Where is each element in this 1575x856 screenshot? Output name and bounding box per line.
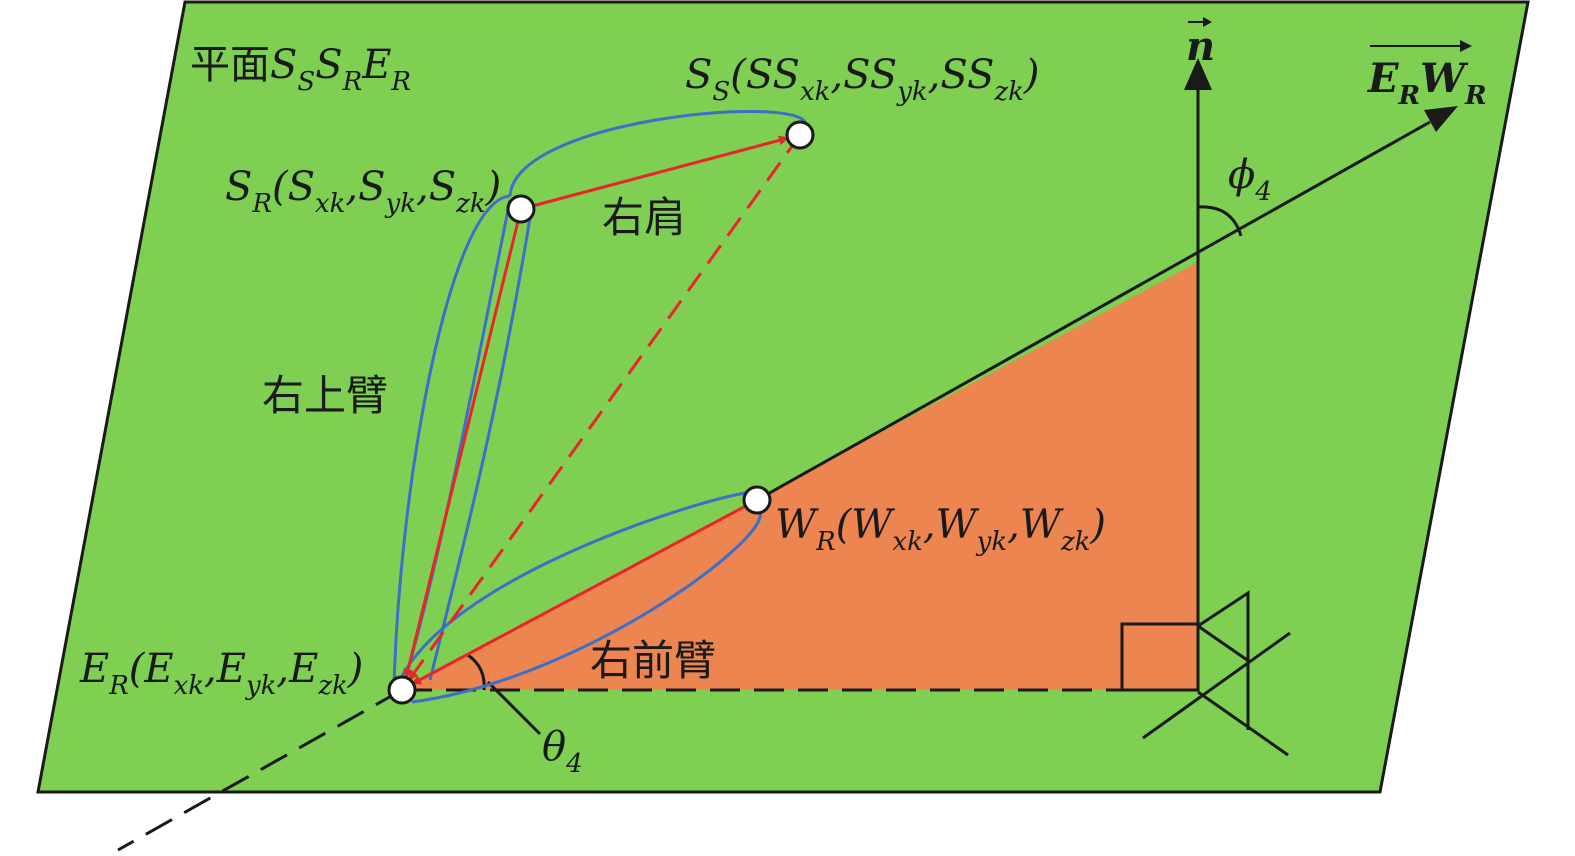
wr-label-part: R: [815, 527, 836, 557]
n-label-part: n: [1186, 23, 1215, 70]
right-angle-marker: [1120, 622, 1200, 692]
shoulder-label: 右肩: [602, 193, 686, 242]
wr-label-part: xk: [892, 527, 922, 557]
plane-label-part: S: [270, 42, 297, 88]
plane-label-part: E: [361, 42, 391, 88]
sr-label: SR(Sxk,Syk,Szk): [225, 164, 501, 219]
sr-label-part: (S: [272, 164, 315, 210]
ss-label-part: (SS: [730, 52, 800, 98]
theta-label: θ4: [542, 724, 583, 779]
plane-label-part: S: [315, 42, 342, 88]
sr-label-part: xk: [315, 189, 345, 219]
plane-label-part: R: [342, 67, 363, 97]
erwr-overarrow-icon: [1460, 40, 1472, 52]
er-label-part: yk: [245, 671, 276, 701]
wr-label-part: zk: [1060, 527, 1090, 557]
normal-label: n: [1186, 23, 1215, 70]
joint-er: [387, 675, 417, 705]
erwr-arrowhead-icon: [1424, 106, 1458, 132]
wr-label: WR(Wxk,Wyk,Wzk): [775, 502, 1106, 557]
er-label-part: ,E: [276, 646, 318, 692]
plane-label: 平面SSSRER: [190, 42, 411, 97]
segment-vectors: [403, 134, 802, 686]
joint-ss: [785, 120, 815, 150]
phi-angle-arc: [1197, 205, 1243, 237]
joint-wr: [742, 485, 772, 515]
er-label-part: E: [79, 646, 109, 692]
normal-arrowhead-icon: [1184, 58, 1212, 90]
wr-label-part: W: [775, 502, 819, 548]
plane-label-part: 平面: [190, 42, 270, 88]
wr-label-part: ): [1089, 502, 1106, 548]
wr-label-part: (W: [836, 502, 896, 548]
erwr-label-part: W: [1420, 55, 1469, 102]
er-label: ER(Exk,Eyk,Ezk): [79, 646, 363, 701]
joints: [387, 120, 815, 705]
ss-label-part: xk: [800, 77, 830, 107]
sr-label-part: ): [485, 164, 502, 210]
forearm-label: 右前臂: [590, 636, 716, 685]
wr-label-part: ,W: [923, 502, 980, 548]
er-label-part: ): [347, 646, 364, 692]
erwr-label-part: R: [1464, 81, 1487, 111]
plane-label-part: R: [390, 67, 411, 97]
erwr-label-part: E: [1367, 55, 1399, 102]
theta-label-part: 4: [565, 749, 583, 779]
er-label-part: R: [108, 671, 129, 701]
joint-sr: [506, 194, 536, 224]
ss-label-part: ,SS: [928, 52, 995, 98]
phi-label-part: 4: [1254, 177, 1272, 207]
sr-label-part: ,S: [416, 164, 456, 210]
ss-label: SS(SSxk,SSyk,SSzk): [685, 52, 1040, 107]
er-label-part: ,E: [204, 646, 246, 692]
ss-label-part: S: [712, 77, 730, 107]
phi-label-part: ϕ: [1228, 152, 1255, 198]
theta-leader-line: [486, 680, 542, 736]
ss-label-part: ,SS: [830, 52, 897, 98]
er-label-part: (E: [129, 646, 174, 692]
er-label-part: zk: [317, 671, 347, 701]
upper-arm-label: 右上臂: [262, 371, 388, 420]
ss-label-part: yk: [896, 77, 927, 107]
theta-label-part: θ: [542, 724, 566, 770]
sr-label-part: zk: [455, 189, 485, 219]
sr-label-part: ,S: [345, 164, 385, 210]
erwr-vector-line: [756, 120, 1431, 502]
wr-label-part: yk: [976, 527, 1007, 557]
ss-label-part: S: [685, 52, 712, 98]
sr-label-part: S: [225, 164, 252, 210]
phi-label: ϕ4: [1228, 152, 1272, 207]
axis-extension-dashed: [117, 688, 403, 852]
erwr-label: ERWR: [1367, 55, 1487, 111]
plane-label-part: S: [297, 67, 315, 97]
sr-label-part: R: [251, 189, 272, 219]
erwr-label-part: R: [1398, 81, 1421, 111]
ss-label-part: ): [1023, 52, 1040, 98]
coordinate-frame-icon: [1142, 590, 1291, 757]
normal-overarrow-icon: [1188, 17, 1212, 27]
ss-label-part: zk: [993, 77, 1023, 107]
wr-label-part: ,W: [1007, 502, 1064, 548]
er-label-part: xk: [174, 671, 204, 701]
sr-label-part: yk: [385, 189, 416, 219]
